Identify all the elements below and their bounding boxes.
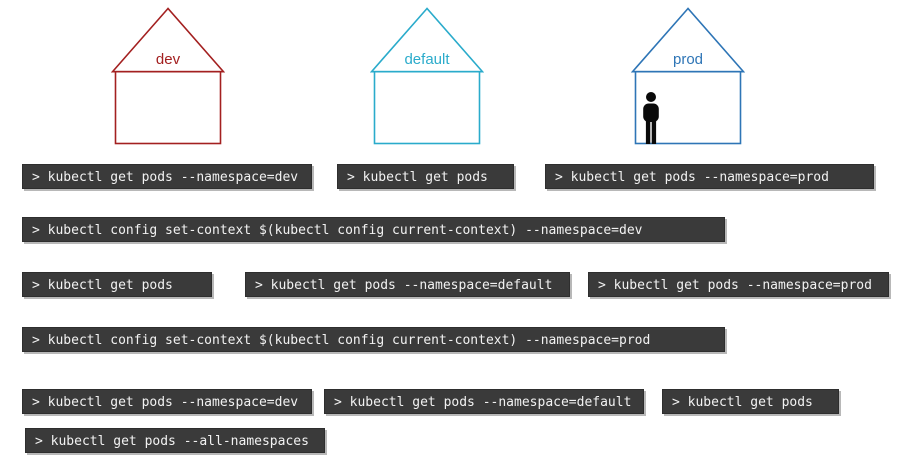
house-label-dev: dev — [156, 51, 181, 68]
command-get-pods-ns-prod: > kubectl get pods --namespace=prod — [588, 272, 889, 297]
house-prod: prod — [631, 7, 745, 145]
command-set-context-dev: > kubectl config set-context $(kubectl c… — [22, 217, 725, 242]
house-default-drawing: default — [370, 7, 484, 145]
command-set-context-prod: > kubectl config set-context $(kubectl c… — [22, 327, 725, 352]
house-label-default: default — [404, 51, 450, 68]
person-icon — [643, 92, 659, 144]
house-dev-drawing: dev — [111, 7, 225, 145]
command-get-pods-ns-default: > kubectl get pods --namespace=default — [324, 389, 644, 414]
command-get-pods: > kubectl get pods — [662, 389, 839, 414]
command-get-pods-ns-dev: > kubectl get pods --namespace=dev — [22, 389, 312, 414]
house-default: default — [370, 7, 484, 145]
house-dev: dev — [111, 7, 225, 145]
command-get-pods: > kubectl get pods — [337, 164, 514, 189]
house-body — [114, 70, 222, 145]
house-prod-drawing: prod — [631, 7, 745, 145]
command-get-pods-ns-prod: > kubectl get pods --namespace=prod — [545, 164, 874, 189]
house-body — [634, 70, 742, 145]
house-label-prod: prod — [673, 51, 703, 68]
command-get-pods: > kubectl get pods — [22, 272, 212, 297]
house-body — [373, 70, 481, 145]
command-get-pods-all-namespaces: > kubectl get pods --all-namespaces — [25, 428, 325, 453]
command-get-pods-ns-default: > kubectl get pods --namespace=default — [245, 272, 570, 297]
command-get-pods-ns-dev: > kubectl get pods --namespace=dev — [22, 164, 312, 189]
